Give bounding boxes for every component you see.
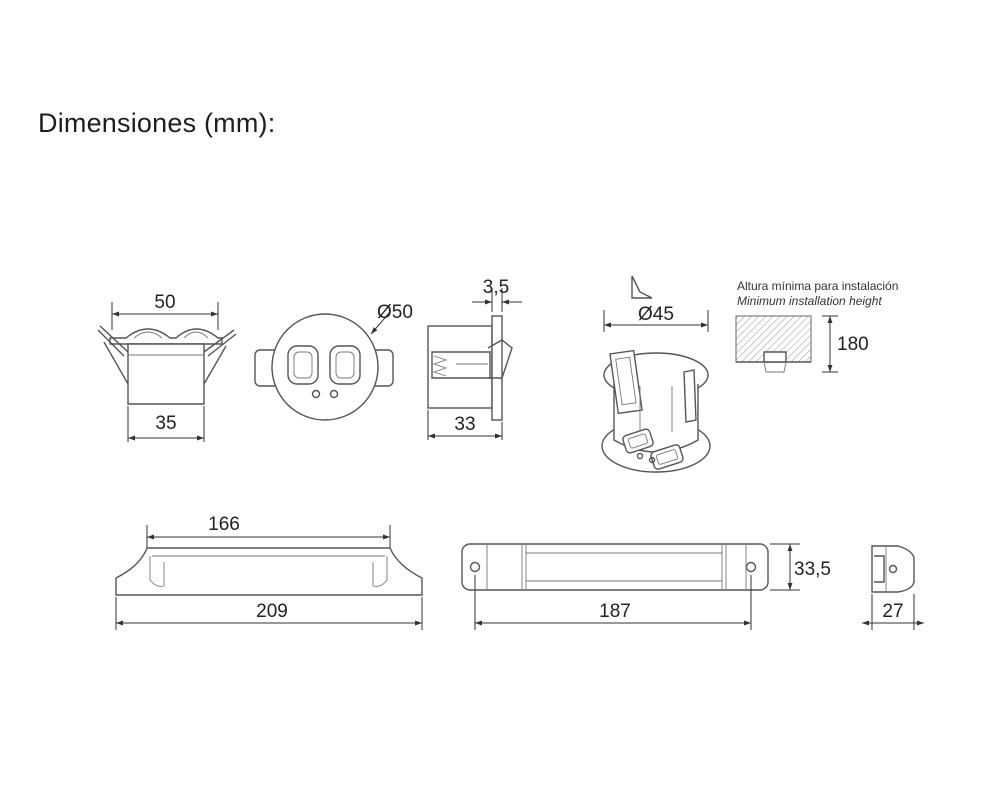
dimension-labels: 50 35 Ø50 3,5 33 Ø45 180 166 209 187 33,… — [154, 277, 903, 622]
dim-strip-height: 33,5 — [794, 559, 831, 580]
installation-note-english: Minimum installation height — [737, 294, 882, 308]
side-view — [427, 288, 522, 440]
dim-side-flange: 3,5 — [483, 277, 509, 298]
dim-side-depth: 33 — [454, 414, 475, 435]
end-view — [862, 545, 924, 630]
bar-view — [115, 525, 423, 630]
top-view — [254, 311, 394, 421]
dim-front-top-width: 50 — [154, 292, 175, 313]
dim-front-bottom-width: 35 — [155, 413, 176, 434]
dim-cutout-diameter: Ø45 — [638, 304, 674, 325]
page-title: Dimensiones (mm): — [38, 108, 276, 138]
dim-bar-total-length: 209 — [256, 601, 288, 622]
dim-end-width: 27 — [882, 601, 903, 622]
dim-min-height: 180 — [837, 334, 869, 355]
installation-height-detail: Altura mínima para instalación Minimum i… — [735, 279, 898, 373]
strip-view — [461, 543, 800, 630]
isometric-view — [601, 275, 711, 473]
front-view — [97, 302, 237, 442]
dim-strip-hole-spacing: 187 — [599, 601, 631, 622]
dim-bar-top-length: 166 — [208, 514, 240, 535]
dim-top-diameter: Ø50 — [377, 302, 413, 323]
installation-note-spanish: Altura mínima para instalación — [737, 279, 898, 293]
